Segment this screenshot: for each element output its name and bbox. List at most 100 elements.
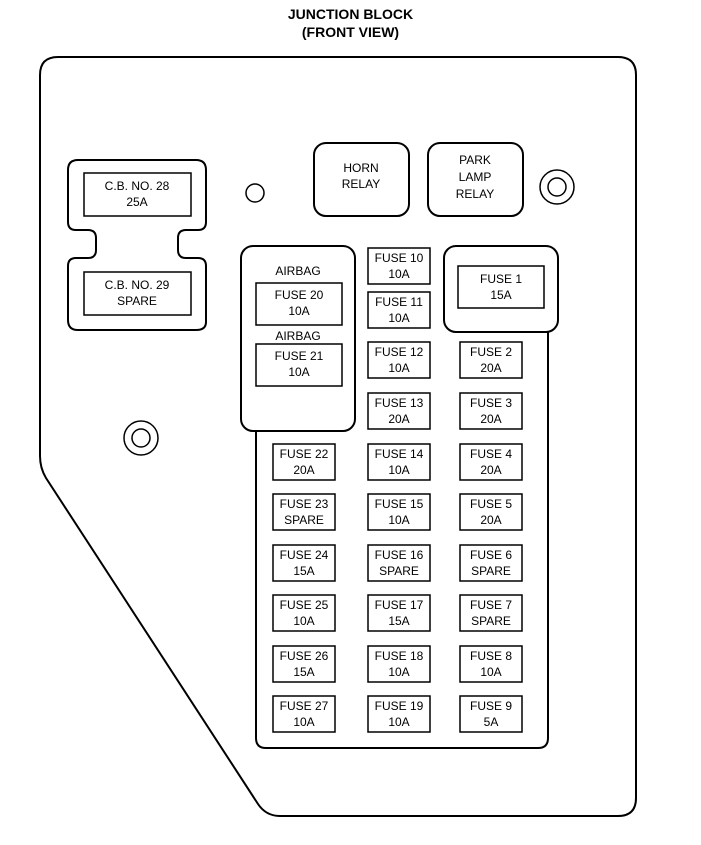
horn-relay-line2: RELAY bbox=[342, 177, 380, 191]
fuse-13-name: FUSE 13 bbox=[375, 396, 424, 410]
fuse-6-rating: SPARE bbox=[471, 564, 511, 578]
mounting-hole-top-right-inner bbox=[547, 177, 567, 197]
fuse-18-name: FUSE 18 bbox=[375, 649, 424, 663]
fuse-15-rating: 10A bbox=[388, 513, 409, 527]
horn-relay-box bbox=[313, 142, 410, 217]
fuse-19-name: FUSE 19 bbox=[375, 699, 424, 713]
fuse-9-rating: 5A bbox=[484, 715, 499, 729]
mounting-hole-small bbox=[245, 183, 265, 203]
fuse-21-name: FUSE 21 bbox=[275, 349, 324, 363]
fuse-7-name: FUSE 7 bbox=[470, 598, 512, 612]
fuse-12-name: FUSE 12 bbox=[375, 345, 424, 359]
fuse-14-name: FUSE 14 bbox=[375, 447, 424, 461]
fuse-1-group-box bbox=[443, 245, 559, 333]
cb-28-box bbox=[83, 172, 192, 217]
horn-relay-line1: HORN bbox=[343, 161, 378, 175]
fuse-12-box bbox=[367, 341, 431, 379]
fuse-18-box bbox=[367, 645, 431, 683]
fuse-27-box bbox=[272, 695, 336, 733]
fuse-17-box bbox=[367, 594, 431, 632]
fuse-14-box bbox=[367, 443, 431, 481]
fuse-11-name: FUSE 11 bbox=[375, 295, 423, 309]
fuse-6-name: FUSE 6 bbox=[470, 548, 512, 562]
airbag-label-1: AIRBAG bbox=[275, 264, 320, 278]
fuse-27-name: FUSE 27 bbox=[280, 699, 329, 713]
fuse-16-rating: SPARE bbox=[379, 564, 419, 578]
fuse-22-box bbox=[272, 443, 336, 481]
airbag-label-2: AIRBAG bbox=[275, 329, 320, 343]
fuse-20-rating: 10A bbox=[288, 304, 309, 318]
fuse-23-rating: SPARE bbox=[284, 513, 324, 527]
fuse-16-box bbox=[367, 544, 431, 582]
fuse-4-box bbox=[459, 443, 523, 481]
fuse-19-rating: 10A bbox=[388, 715, 409, 729]
fuse-10-name: FUSE 10 bbox=[375, 251, 424, 265]
park-relay-line3: RELAY bbox=[456, 187, 494, 201]
fuse-18-rating: 10A bbox=[388, 665, 409, 679]
fuse-8-rating: 10A bbox=[480, 665, 501, 679]
fuse-26-name: FUSE 26 bbox=[280, 649, 329, 663]
fuse-3-box bbox=[459, 392, 523, 430]
fuse-8-box bbox=[459, 645, 523, 683]
cb-29-rating: SPARE bbox=[117, 294, 157, 308]
fuse-5-name: FUSE 5 bbox=[470, 497, 512, 511]
fuse-2-rating: 20A bbox=[480, 361, 501, 375]
fuse-1-box bbox=[457, 265, 545, 309]
mounting-hole-left-inner bbox=[131, 428, 151, 448]
park-lamp-relay-box bbox=[427, 142, 524, 217]
fuse-25-rating: 10A bbox=[293, 614, 314, 628]
fuse-17-rating: 15A bbox=[388, 614, 409, 628]
fuse-11-rating: 10A bbox=[388, 311, 409, 325]
fuse-5-box bbox=[459, 493, 523, 531]
fuse-16-name: FUSE 16 bbox=[375, 548, 424, 562]
fuse-27-rating: 10A bbox=[293, 715, 314, 729]
fuse-22-rating: 20A bbox=[293, 463, 314, 477]
airbag-group-box bbox=[240, 245, 356, 432]
diagram-title: JUNCTION BLOCK bbox=[287, 6, 414, 22]
fuse-21-rating: 10A bbox=[288, 365, 309, 379]
fuse-23-box bbox=[272, 493, 336, 531]
fuse-17-name: FUSE 17 bbox=[375, 598, 424, 612]
park-relay-line2: LAMP bbox=[459, 170, 492, 184]
fuse-12-rating: 10A bbox=[388, 361, 409, 375]
fuse-24-name: FUSE 24 bbox=[280, 548, 329, 562]
junction-block-housing bbox=[39, 56, 637, 817]
fuse-15-box bbox=[367, 493, 431, 531]
fuse-19-box bbox=[367, 695, 431, 733]
fuse-13-box bbox=[367, 392, 431, 430]
fuse-8-name: FUSE 8 bbox=[470, 649, 512, 663]
fuse-2-box bbox=[459, 341, 523, 379]
fuse-3-name: FUSE 3 bbox=[470, 396, 512, 410]
fuse-1-rating: 15A bbox=[490, 288, 511, 302]
fuse-24-box bbox=[272, 544, 336, 582]
fuse-14-rating: 10A bbox=[388, 463, 409, 477]
fuse-9-box bbox=[459, 695, 523, 733]
fuse-23-name: FUSE 23 bbox=[280, 497, 329, 511]
fuse-25-box bbox=[272, 594, 336, 632]
breaker-bracket bbox=[67, 159, 207, 331]
fuse-6-box bbox=[459, 544, 523, 582]
fuse-10-box bbox=[367, 247, 431, 285]
fuse-panel-outline bbox=[255, 332, 549, 749]
fuse-7-rating: SPARE bbox=[471, 614, 511, 628]
cb-29-box bbox=[83, 271, 192, 316]
fuse-4-rating: 20A bbox=[480, 463, 501, 477]
fuse-1-name: FUSE 1 bbox=[480, 272, 522, 286]
mounting-hole-top-right-outer bbox=[539, 169, 575, 205]
fuse-22-name: FUSE 22 bbox=[280, 447, 329, 461]
fuse-13-rating: 20A bbox=[388, 412, 409, 426]
fuse-20-box bbox=[255, 282, 343, 326]
mounting-hole-left-outer bbox=[123, 420, 159, 456]
diagram-subtitle: (FRONT VIEW) bbox=[301, 24, 400, 40]
fuse-26-box bbox=[272, 645, 336, 683]
fuse-24-rating: 15A bbox=[293, 564, 314, 578]
fuse-26-rating: 15A bbox=[293, 665, 314, 679]
cb-29-name: C.B. NO. 29 bbox=[105, 278, 170, 292]
fuse-4-name: FUSE 4 bbox=[470, 447, 512, 461]
park-relay-line1: PARK bbox=[459, 153, 491, 167]
fuse-21-box bbox=[255, 343, 343, 387]
fuse-3-rating: 20A bbox=[480, 412, 501, 426]
cb-28-rating: 25A bbox=[126, 195, 147, 209]
fuse-15-name: FUSE 15 bbox=[375, 497, 424, 511]
